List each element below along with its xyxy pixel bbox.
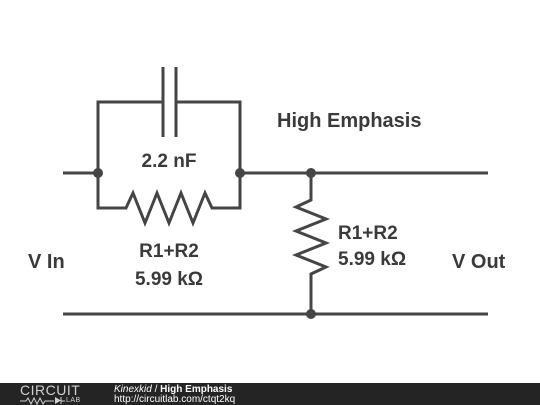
output-label: V Out xyxy=(452,251,506,273)
series-resistor-value: 5.99 kΩ xyxy=(135,269,203,290)
footer-caption: Kinexkid / High Emphasis xyxy=(114,384,232,395)
capacitor-value: 2.2 nF xyxy=(142,151,197,172)
junction-dot xyxy=(306,309,316,319)
input-label: V In xyxy=(28,251,65,273)
capacitor-branch-left xyxy=(96,100,163,173)
shunt-resistor-value: 5.99 kΩ xyxy=(338,249,406,270)
caption-separator: / xyxy=(154,384,158,395)
logo-lab-text: LAB xyxy=(66,397,81,404)
diagram-title: High Emphasis xyxy=(277,110,421,132)
series-resistor xyxy=(96,173,242,228)
shunt-resistor-name: R1+R2 xyxy=(338,223,398,244)
shunt-resistor xyxy=(291,173,331,314)
junction-dot xyxy=(93,168,103,178)
footer-bar: CIRCUIT LAB Kinexkid / High Emphasis htt… xyxy=(0,383,540,405)
capacitor-branch-right xyxy=(176,100,242,173)
junction-dot xyxy=(306,168,316,178)
circuitlab-logo[interactable]: CIRCUIT xyxy=(20,382,81,398)
author-link[interactable]: Kinexkid xyxy=(114,384,152,395)
logo-resistor-icon xyxy=(20,396,65,405)
circuit-url[interactable]: http://circuitlab.com/ctqt2kq xyxy=(114,394,236,405)
circuit-schematic: High Emphasis 2.2 nF R1+R2 5.99 kΩ R1+R2… xyxy=(28,67,506,319)
junction-dot xyxy=(235,168,245,178)
series-resistor-name: R1+R2 xyxy=(139,241,199,262)
circuit-title: High Emphasis xyxy=(160,384,233,395)
